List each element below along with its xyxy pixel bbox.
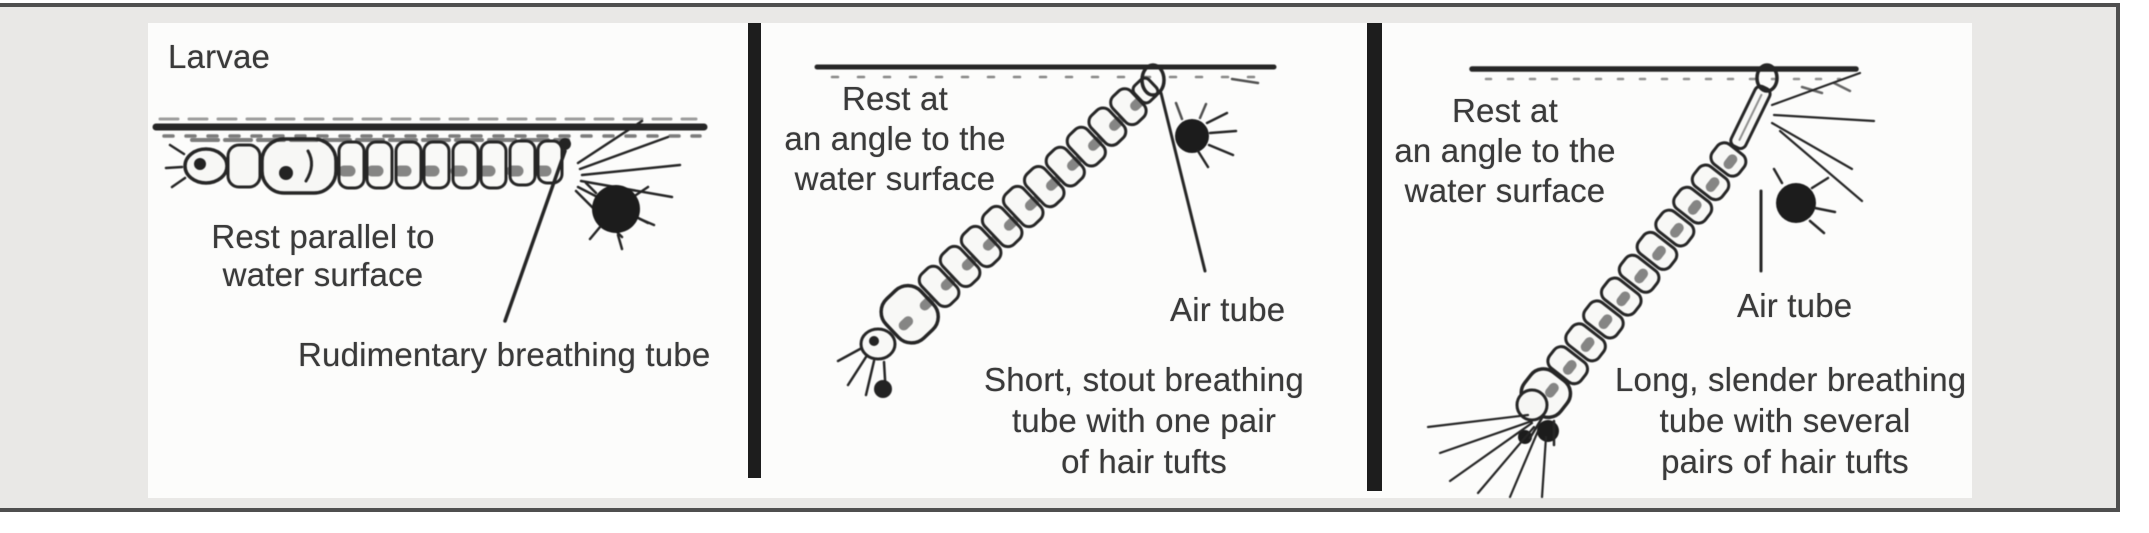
rest-position-label: Rest at an angle to the water surface [1390, 91, 1620, 211]
tail-hair-fan [1426, 413, 1548, 498]
siphon-tip-at-surface [1140, 63, 1166, 97]
rest-line-1: Rest at [842, 80, 948, 117]
angled-larva-short-tube-illustration [814, 63, 1277, 398]
rest-position-label: Rest at an angle to the water surface [780, 79, 1010, 199]
leader-line [503, 149, 567, 323]
tube-line-1: Long, slender breathing [1615, 361, 1967, 398]
rest-line-2: water surface [222, 256, 424, 293]
larva-head-icon [164, 143, 229, 189]
leader-line [1159, 91, 1207, 273]
larva-body [879, 76, 1160, 345]
page-title: Larvae [168, 38, 271, 75]
rest-line-2: an angle to the [784, 120, 1006, 157]
rest-line-1: Rest at [1452, 92, 1558, 129]
breathing-tube-label: Short, stout breathing tube with one pai… [984, 359, 1304, 482]
breathing-tube-label: Rudimentary breathing tube [298, 336, 711, 373]
rest-line-2: an angle to the [1394, 132, 1616, 169]
rest-line-3: water surface [1404, 172, 1606, 209]
tube-line-2: tube with several [1659, 402, 1911, 439]
breathing-tube-label: Long, slender breathing tube with severa… [1615, 359, 1967, 482]
air-tube-label: Air tube [1170, 291, 1286, 328]
larva-abdomen [337, 139, 564, 190]
hair-tuft [1776, 183, 1816, 223]
panel-long-tube-larva: Rest at an angle to the water surface Ai… [1382, 23, 1972, 498]
parallel-larva-illustration [152, 117, 708, 323]
panel-divider [748, 23, 761, 478]
panel-rest-parallel-larva: Larvae Rest parallel to water surface Ru… [148, 23, 748, 498]
rest-position-label: Rest parallel to water surface [193, 218, 453, 294]
panel-short-tube-larva: Rest at an angle to the water surface Ai… [762, 23, 1367, 498]
rudimentary-siphon [559, 138, 571, 150]
siphon-tip-at-surface [1755, 63, 1779, 93]
long-siphon [1729, 84, 1772, 150]
anal-brush [592, 185, 640, 233]
larva-body [1519, 141, 1748, 420]
larvae-figure: Larvae Rest parallel to water surface Ru… [148, 23, 1972, 498]
larva-head-icon [836, 327, 897, 398]
hair-tuft [1175, 119, 1209, 153]
panel-divider [1367, 23, 1382, 491]
angled-larva-long-tube-illustration [1426, 63, 1876, 498]
tube-line-3: pairs of hair tufts [1661, 443, 1909, 480]
rest-line-1: Rest parallel to [211, 218, 435, 255]
rest-line-3: water surface [794, 160, 996, 197]
tube-line-3: of hair tufts [1061, 443, 1227, 480]
air-tube-label: Air tube [1737, 287, 1853, 324]
tube-line-1: Short, stout breathing [984, 361, 1304, 398]
siphon-bristles [1770, 71, 1876, 203]
tube-line-2: tube with one pair [1011, 402, 1277, 439]
larva-thorax [260, 137, 338, 195]
